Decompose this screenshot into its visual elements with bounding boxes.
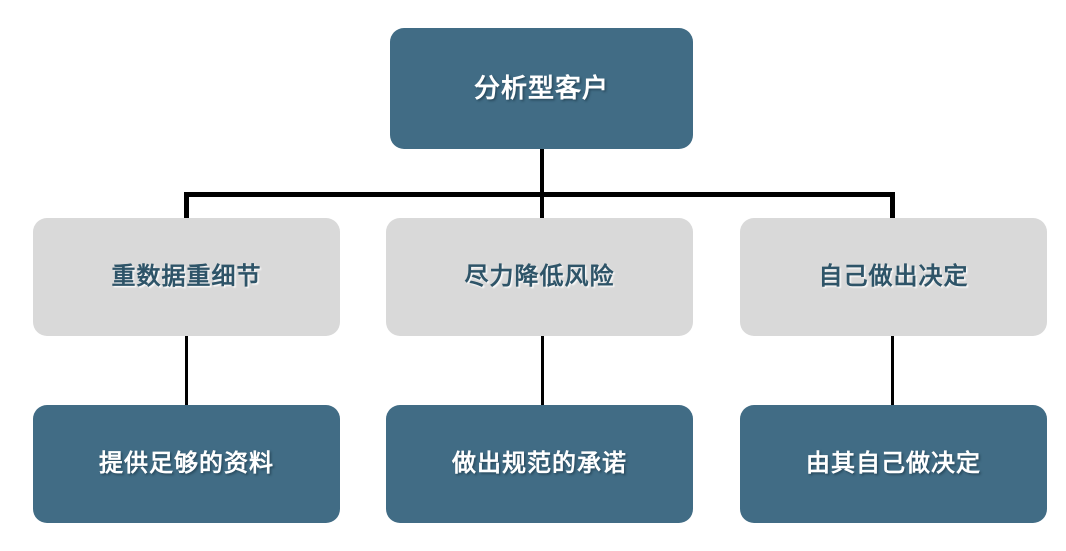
node-root[interactable]: 分析型客户: [390, 28, 693, 149]
node-middle-2-label: 自己做出决定: [818, 262, 969, 290]
node-root-label: 分析型客户: [473, 72, 609, 103]
node-middle-1-label: 尽力降低风险: [464, 262, 615, 290]
connector-horizontal-bus: [184, 192, 895, 197]
node-middle-2[interactable]: 自己做出决定: [740, 218, 1047, 336]
node-leaf-0[interactable]: 提供足够的资料: [33, 405, 340, 523]
node-middle-0-label: 重数据重细节: [111, 262, 262, 290]
connector-drop-to-middle-2: [890, 192, 895, 219]
node-middle-0[interactable]: 重数据重细节: [33, 218, 340, 336]
connector-middle-0-to-leaf-0: [185, 336, 188, 406]
node-leaf-2[interactable]: 由其自己做决定: [740, 405, 1047, 523]
connector-root-stem: [540, 148, 544, 196]
node-leaf-1[interactable]: 做出规范的承诺: [386, 405, 693, 523]
node-leaf-0-label: 提供足够的资料: [99, 449, 274, 477]
connector-middle-1-to-leaf-1: [541, 336, 544, 406]
connector-middle-2-to-leaf-2: [891, 336, 894, 406]
node-middle-1[interactable]: 尽力降低风险: [386, 218, 693, 336]
node-leaf-1-label: 做出规范的承诺: [452, 449, 627, 477]
node-leaf-2-label: 由其自己做决定: [806, 449, 981, 477]
connector-drop-to-middle-0: [184, 192, 189, 219]
connector-drop-to-middle-1: [540, 192, 544, 219]
